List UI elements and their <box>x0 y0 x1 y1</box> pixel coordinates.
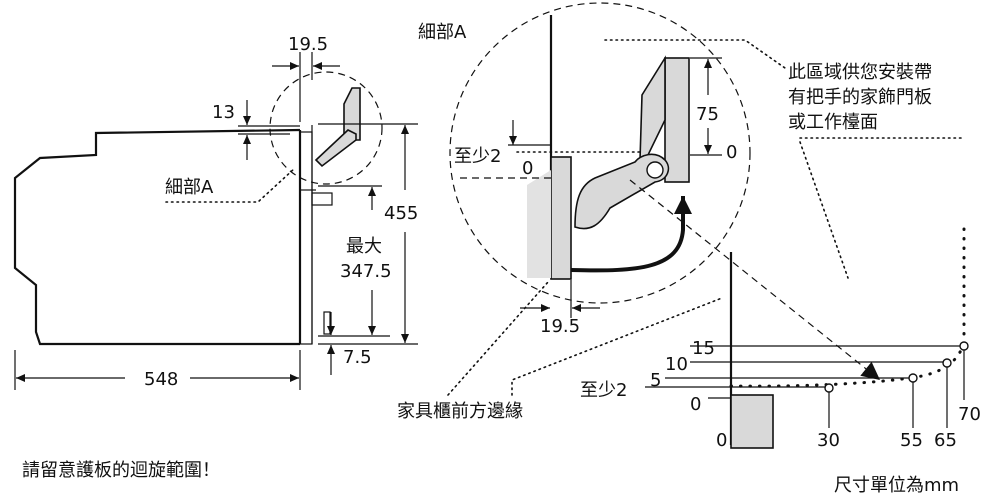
door-panel <box>664 57 690 183</box>
note-line-2: 有把手的家飾門板 <box>788 87 932 108</box>
side-dim-548: 548 <box>144 369 178 390</box>
side-dim-max-value: 347.5 <box>340 261 392 282</box>
side-dim-19-5: 19.5 <box>288 34 328 55</box>
oven-side-view: 19.5 13 細部A 455 最大 347.5 7.5 54 <box>13 34 418 390</box>
swing-clearance-chart: 15 10 5 至少2 0 0 30 55 65 70 <box>580 223 981 451</box>
chart-hlabel-30: 30 <box>817 430 840 451</box>
oven-bottom-nub <box>323 311 331 335</box>
detail-to-chart-arrow <box>629 179 881 381</box>
detail-dim-0: 0 <box>726 142 737 163</box>
oven-knob <box>311 192 333 206</box>
note-line-3: 或工作檯面 <box>788 112 878 133</box>
chart-vlabel-10: 10 <box>665 354 688 375</box>
chart-hlabel-0: 0 <box>716 430 727 451</box>
install-area-note: 此區域供您安裝帶 有把手的家飾門板 或工作檯面 <box>604 39 963 279</box>
detail-dim-75: 75 <box>696 104 719 125</box>
mini-door-hinge <box>314 129 357 168</box>
detail-min-0: 0 <box>522 158 533 179</box>
cabinet-front-label: 家具櫃前方邊緣 <box>397 401 523 422</box>
oven-body-outline <box>13 128 301 346</box>
oven-side-shade <box>527 170 551 278</box>
chart-hlabel-70: 70 <box>958 404 981 425</box>
detail-title: 細部A <box>418 22 467 43</box>
cabinet-front-edge: 家具櫃前方邊緣 <box>397 281 723 422</box>
chart-swing-curve <box>729 223 966 388</box>
detail-circle-small <box>269 71 383 185</box>
side-dim-max-label: 最大 <box>346 236 382 257</box>
chart-point-30 <box>824 383 834 393</box>
detail-min-label: 至少2 <box>454 146 501 167</box>
hinge-pivot <box>646 161 664 179</box>
door-bracket <box>639 55 666 162</box>
side-dim-455: 455 <box>384 203 418 224</box>
chart-point-65 <box>942 358 952 368</box>
side-dim-7-5: 7.5 <box>343 347 372 368</box>
side-detail-label: 細部A <box>165 177 214 198</box>
chart-hlabel-65: 65 <box>934 430 957 451</box>
chart-vlabel-5: 5 <box>650 370 661 391</box>
chart-cabinet-block <box>730 394 774 449</box>
detail-circle-large <box>449 2 751 304</box>
oven-front-panel-detail <box>550 156 572 280</box>
note-line-1: 此區域供您安裝帶 <box>788 62 932 83</box>
oven-front-frame <box>299 131 313 345</box>
chart-vlabel-0: 0 <box>690 394 701 415</box>
chart-point-70 <box>959 341 969 351</box>
chart-vlabel-15: 15 <box>692 338 715 359</box>
swing-arrow <box>570 196 692 273</box>
detail-a-view: 細部A 75 0 至少2 0 19.5 <box>418 2 751 337</box>
footer-warning: 請留意護板的迴旋範圍！ <box>22 460 220 481</box>
chart-vlabel-2: 至少2 <box>580 380 627 401</box>
footer-units: 尺寸單位為mm <box>834 475 959 496</box>
hinge-arm <box>574 153 670 230</box>
chart-hlabel-55: 55 <box>900 430 923 451</box>
side-dim-13: 13 <box>212 102 235 123</box>
detail-dim-19-5: 19.5 <box>540 316 580 337</box>
chart-point-55 <box>908 373 918 383</box>
